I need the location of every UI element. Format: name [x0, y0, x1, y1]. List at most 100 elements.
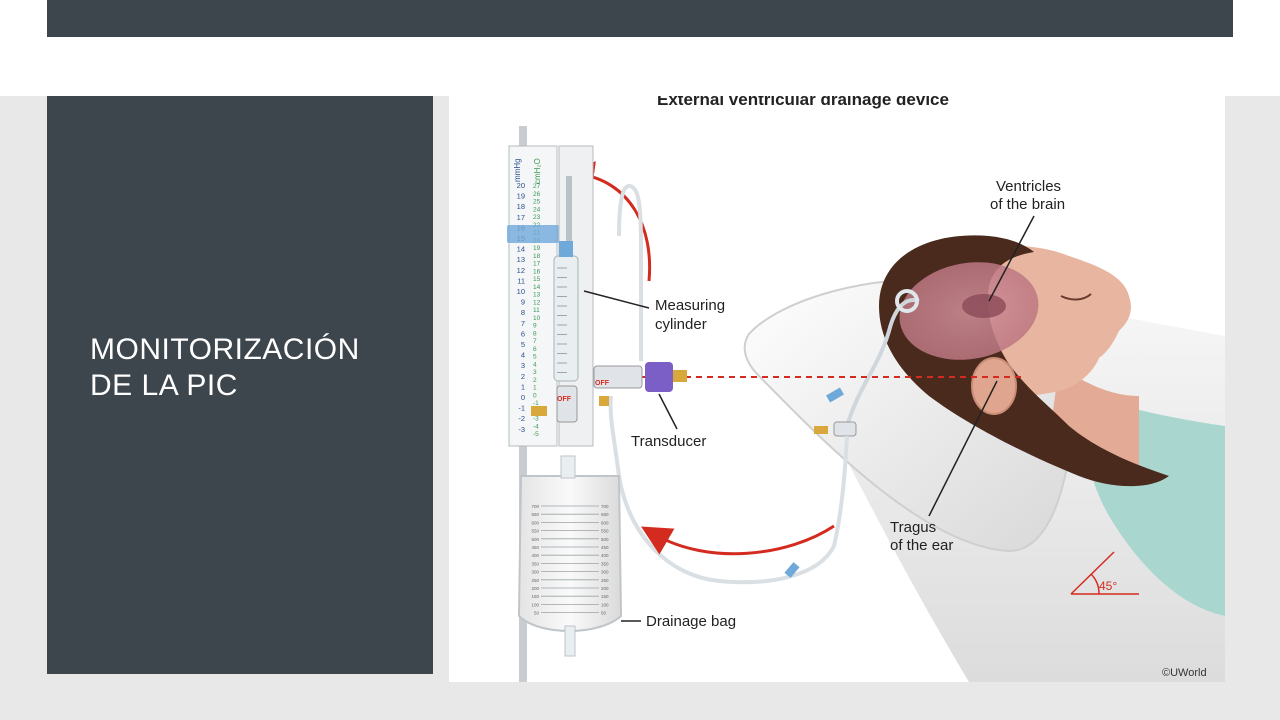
bag-tick-label: 550 — [531, 529, 539, 534]
bag-tick-label: 250 — [531, 578, 539, 583]
cylinder-gold-cap — [531, 406, 547, 416]
bag-tick-label: 650 — [531, 512, 539, 517]
drainage-tubing — [608, 395, 849, 585]
label-tragus: Tragus — [890, 519, 936, 536]
off-label-1: OFF — [595, 380, 610, 387]
bag-tick-label: 550 — [601, 529, 609, 534]
off-label-2: OFF — [557, 396, 572, 403]
scale-slider — [507, 225, 559, 243]
cmh2o-tick-label: 27 — [533, 183, 541, 190]
transducer-manifold — [593, 365, 643, 389]
cylinder-cap — [559, 241, 573, 257]
bag-tick-label: 300 — [601, 570, 609, 575]
mmhg-tick-label: 4 — [521, 351, 525, 360]
transducer — [645, 362, 673, 392]
ventricular-catheter — [845, 298, 920, 427]
mmhg-tick-label: 6 — [521, 329, 525, 338]
mmhg-tick-label: -1 — [518, 404, 525, 413]
cmh2o-tick-label: -3 — [533, 416, 539, 423]
bag-tick-label: 700 — [601, 504, 609, 509]
cmh2o-tick-label: 19 — [533, 245, 541, 252]
flow-arrow-top — [564, 161, 652, 282]
bag-tick-label: 150 — [531, 594, 539, 599]
cmh2o-tick-label: 6 — [533, 346, 537, 353]
callout-tragus — [928, 380, 998, 517]
cmh2o-header: cmH₂O — [533, 158, 542, 184]
blue-clamp-2 — [784, 562, 800, 578]
callout-ventricles — [988, 215, 1035, 302]
patient-stopcock — [833, 421, 857, 437]
callout-transducer — [658, 393, 678, 430]
cmh2o-tick-label: -5 — [533, 431, 539, 438]
cmh2o-tick-label: 3 — [533, 369, 537, 376]
label-ventricles: Ventricles — [996, 178, 1061, 195]
bag-tick-label: 100 — [531, 602, 539, 607]
patient-eye — [1060, 293, 1092, 301]
evd-illustration: External ventricular drainage device — [449, 96, 1225, 682]
cmh2o-tick-label: 8 — [533, 330, 537, 337]
label-transducer: Transducer — [631, 433, 706, 450]
cmh2o-tick-label: -4 — [533, 423, 539, 430]
cmh2o-tick-label: 2 — [533, 377, 537, 384]
bag-tick-label: 300 — [531, 570, 539, 575]
top-bar — [47, 0, 1233, 37]
blue-clamp — [826, 387, 844, 403]
cmh2o-tick-label: 14 — [533, 284, 541, 291]
cmh2o-tick-label: 12 — [533, 299, 541, 306]
mmhg-tick-label: 10 — [517, 287, 525, 296]
bag-tick-label: 350 — [531, 561, 539, 566]
bag-tick-label: 50 — [534, 611, 540, 616]
mmhg-tick-label: 7 — [521, 319, 525, 328]
mmhg-header: mmHg — [513, 158, 522, 182]
mmhg-tick-label: 0 — [521, 393, 525, 402]
bag-tick-label: 600 — [601, 520, 609, 525]
callout-cylinder — [583, 290, 650, 309]
mmhg-tick-label: 9 — [521, 298, 525, 307]
bag-tick-label: 400 — [601, 553, 609, 558]
patient-stopcock-gold — [814, 426, 828, 434]
bag-tick-label: 500 — [601, 537, 609, 542]
ventricle — [962, 294, 1006, 318]
bag-tick-label: 350 — [601, 561, 609, 566]
cmh2o-tick-label: 10 — [533, 315, 541, 322]
mmhg-tick-label: 17 — [517, 213, 525, 222]
bag-tick-label: 50 — [601, 611, 607, 616]
mmhg-tick-label: 3 — [521, 361, 525, 370]
figure-title: External ventricular drainage device — [657, 96, 949, 109]
label-cylinder: cylinder — [655, 316, 707, 333]
cmh2o-tick-label: 4 — [533, 361, 537, 368]
mmhg-tick-label: 5 — [521, 340, 525, 349]
bag-outlet — [564, 625, 576, 657]
cylinder-ticks — [557, 267, 567, 373]
flow-arrow-bottom — [641, 524, 835, 556]
cmh2o-tick-label: 24 — [533, 206, 541, 213]
cmh2o-tick-label: 15 — [533, 276, 541, 283]
cmh2o-tick-label: 16 — [533, 268, 541, 275]
measuring-scale — [508, 145, 558, 447]
cmh2o-tick-label: 18 — [533, 253, 541, 260]
mmhg-tick-label: 13 — [517, 255, 525, 264]
mmhg-tick-label: -2 — [518, 414, 525, 423]
cmh2o-tick-label: 7 — [533, 338, 537, 345]
mmhg-tick-label: -3 — [518, 425, 525, 434]
mmhg-tick-label: 11 — [517, 276, 525, 285]
manifold-gold-cap — [599, 396, 609, 406]
mmhg-tick-label: 2 — [521, 372, 525, 381]
cmh2o-tick-label: -1 — [533, 400, 539, 407]
cmh2o-tick-label: 9 — [533, 323, 537, 330]
cmh2o-tick-label: 11 — [533, 307, 540, 314]
bag-tick-label: 200 — [601, 586, 609, 591]
bag-tick-label: 250 — [601, 578, 609, 583]
cmh2o-tick-label: 0 — [533, 392, 537, 399]
copyright: ©UWorld — [1162, 667, 1207, 679]
bag-tick-label: 450 — [601, 545, 609, 550]
label-drainage-bag: Drainage bag — [646, 613, 736, 630]
mmhg-tick-label: 18 — [517, 202, 525, 211]
angle-label: 45° — [1099, 579, 1117, 593]
bag-tick-label: 100 — [601, 602, 609, 607]
bag-tick-label: 150 — [601, 594, 609, 599]
cmh2o-tick-label: 13 — [533, 292, 541, 299]
cmh2o-tick-label: 1 — [533, 385, 537, 392]
measuring-cylinder — [553, 255, 579, 382]
